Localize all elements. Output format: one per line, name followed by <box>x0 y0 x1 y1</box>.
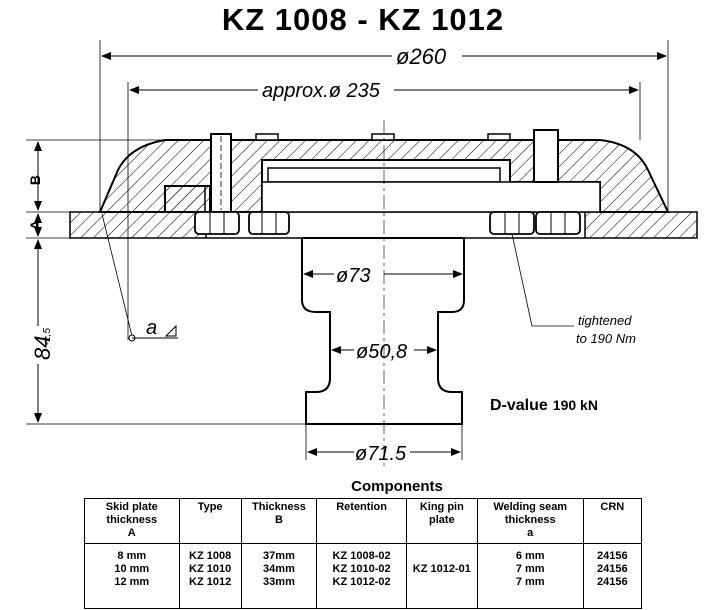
approx-diameter-label: approx.ø 235 <box>262 80 381 102</box>
height-label: 84 <box>30 336 55 360</box>
top-nuts <box>255 133 511 141</box>
dimension-height <box>26 139 306 425</box>
components-title: Components <box>351 478 443 495</box>
upper-diameter-label: ø73 <box>336 265 370 287</box>
label-a: A <box>27 220 43 230</box>
king-pin <box>301 237 465 425</box>
lower-diameter-label: ø71.5 <box>355 443 407 465</box>
weld-leader <box>101 213 178 342</box>
torque-leader <box>511 233 574 327</box>
bolt-left <box>210 133 232 213</box>
neck-diameter-label: ø50,8 <box>356 341 407 363</box>
height-tolerance-label: -1,5 <box>42 328 53 346</box>
bolt-right <box>533 129 559 183</box>
column-header: CRN <box>582 498 643 544</box>
dimension-outer <box>99 40 669 212</box>
technical-drawing: ø260 approx.ø 235 ø73 ø50,8 ø71.5 84 -1,… <box>26 40 698 470</box>
label-b: B <box>27 175 43 185</box>
weld-label: a <box>146 317 157 339</box>
skid-plate <box>69 211 698 239</box>
dimension-lower <box>305 424 463 460</box>
column-header: Retention <box>316 498 407 544</box>
column-header: Type <box>178 498 242 544</box>
table-cell: KZ 1012-01 <box>405 543 478 609</box>
bottom-nuts <box>194 211 581 235</box>
outer-diameter-label: ø260 <box>396 44 447 69</box>
tightened-label-line1: tightened <box>578 313 632 328</box>
upper-housing <box>98 139 670 213</box>
dimension-approx <box>127 82 641 340</box>
tightened-label-line2: to 190 Nm <box>576 331 636 346</box>
page-title: KZ 1008 - KZ 1012 <box>221 2 505 37</box>
